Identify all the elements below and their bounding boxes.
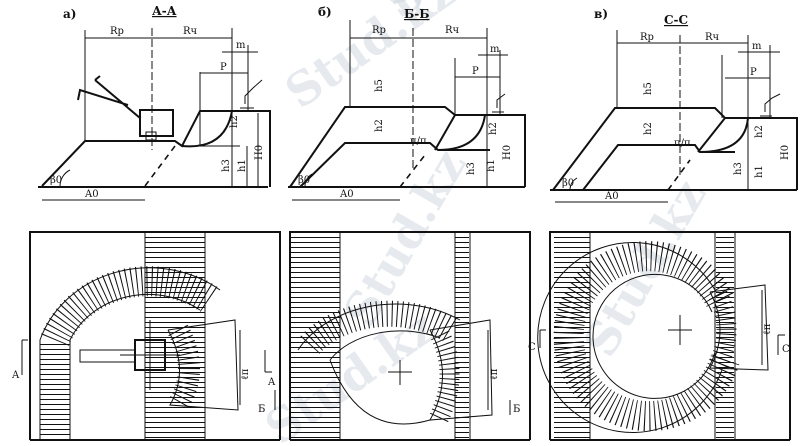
section-b-b: б) Б-Б Rр Rч m P h5 h2 п/п h2 h3 h1 H0 β…	[288, 5, 526, 201]
a0-label: A0	[84, 189, 99, 200]
svg-text:P: P	[750, 67, 757, 78]
svg-text:Б-Б: Б-Б	[404, 7, 430, 21]
m-label: m	[236, 40, 246, 51]
svg-text:б): б)	[318, 5, 332, 19]
svg-text:β0: β0	[298, 175, 310, 186]
svg-text:Stud.kz: Stud.kz	[255, 299, 445, 446]
rch-label: Rч	[183, 26, 198, 37]
svg-text:H0: H0	[254, 145, 265, 160]
section-c-c: в) С-С Rр Rч m P h5 h2 п/п h2 h3 h1 H0 β…	[550, 7, 798, 203]
beta-label: β0	[50, 175, 62, 186]
panel-letter: а)	[63, 7, 76, 21]
svg-text:Б: Б	[258, 404, 265, 415]
svg-text:h5: h5	[643, 82, 654, 95]
svg-text:С: С	[528, 342, 536, 353]
svg-text:h1: h1	[754, 165, 765, 178]
svg-text:Rр: Rр	[372, 25, 386, 36]
p-label: P	[220, 62, 227, 73]
svg-text:P: P	[472, 66, 479, 77]
svg-text:ℓп: ℓп	[762, 323, 773, 335]
svg-text:h3: h3	[466, 162, 477, 175]
svg-text:h2: h2	[229, 115, 240, 128]
svg-text:Б: Б	[513, 404, 520, 415]
svg-text:h1: h1	[486, 159, 497, 172]
svg-text:С-С: С-С	[664, 13, 688, 27]
section-title: А-А	[152, 4, 177, 18]
plan-c: ℓп С С	[528, 231, 791, 441]
svg-text:в): в)	[594, 7, 608, 21]
svg-text:Rч: Rч	[705, 32, 720, 43]
svg-text:Stud.kz: Stud.kz	[275, 0, 465, 119]
svg-text:m: m	[752, 41, 762, 52]
svg-text:A: A	[267, 377, 276, 388]
svg-text:Rч: Rч	[445, 25, 460, 36]
svg-text:Rр: Rр	[640, 32, 654, 43]
svg-text:h3: h3	[221, 159, 232, 172]
svg-text:β0: β0	[562, 178, 574, 189]
svg-text:С: С	[782, 344, 790, 355]
svg-text:m: m	[490, 44, 500, 55]
svg-text:h2: h2	[374, 119, 385, 132]
plan-b: ℓп Б	[274, 231, 531, 441]
svg-text:H0: H0	[780, 145, 791, 160]
svg-text:h2: h2	[754, 125, 765, 138]
svg-text:ℓп: ℓп	[240, 368, 251, 380]
svg-text:ℓп: ℓп	[489, 368, 500, 380]
svg-text:h2: h2	[488, 122, 499, 135]
section-a-a: а) А-А Rр Rч m P h2 h3 h1 H0 β0 A0	[38, 4, 271, 201]
svg-text:A0: A0	[604, 191, 619, 202]
svg-text:h1: h1	[237, 159, 248, 172]
svg-text:h2: h2	[643, 122, 654, 135]
svg-text:h5: h5	[374, 79, 385, 92]
plan-a: ℓп A A Б	[11, 231, 281, 441]
svg-text:A0: A0	[339, 189, 354, 200]
svg-text:п/п: п/п	[674, 138, 691, 149]
svg-text:A: A	[11, 370, 20, 381]
svg-text:п/п: п/п	[410, 136, 427, 147]
rp-label: Rр	[110, 26, 124, 37]
svg-text:h3: h3	[733, 162, 744, 175]
watermark: Stud.kz Stud.kz Stud.kz Stud.kz Stud.kz	[255, 0, 716, 446]
svg-text:H0: H0	[502, 145, 513, 160]
